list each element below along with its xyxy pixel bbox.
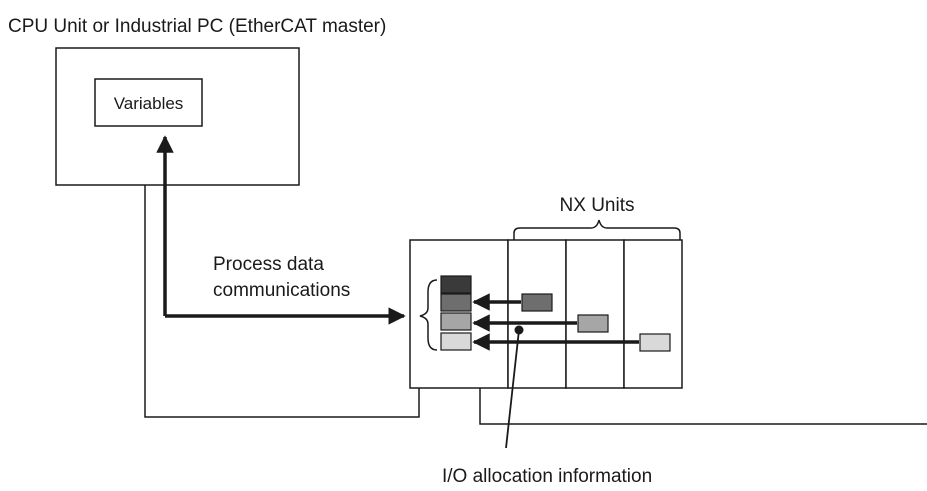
process-data-block-1 [440,275,472,294]
unit-data-block-1 [521,293,553,312]
process-data-brace [419,279,438,351]
ethercat-cable-out [479,388,927,425]
nx-unit-1 [507,239,567,389]
master-title: CPU Unit or Industrial PC (EtherCAT mast… [8,16,386,37]
process-data-block-4 [440,332,472,351]
io-allocation-label: I/O allocation information [442,466,652,487]
variables-box [94,78,203,127]
unit-data-block-2 [577,314,609,333]
ethercat-cable-in [144,185,420,418]
nx-unit-3 [623,239,683,389]
unit-data-block-3 [639,333,671,352]
nx-units-brace [513,219,681,240]
process-data-label-line2: communications [213,280,350,301]
io-allocation-leader [505,329,520,449]
nx-unit-2 [565,239,625,389]
variables-label: Variables [114,94,184,113]
process-data-block-3 [440,312,472,331]
nx-units-label: NX Units [560,195,635,216]
process-data-label-line1: Process data [213,254,324,275]
process-data-block-2 [440,293,472,312]
